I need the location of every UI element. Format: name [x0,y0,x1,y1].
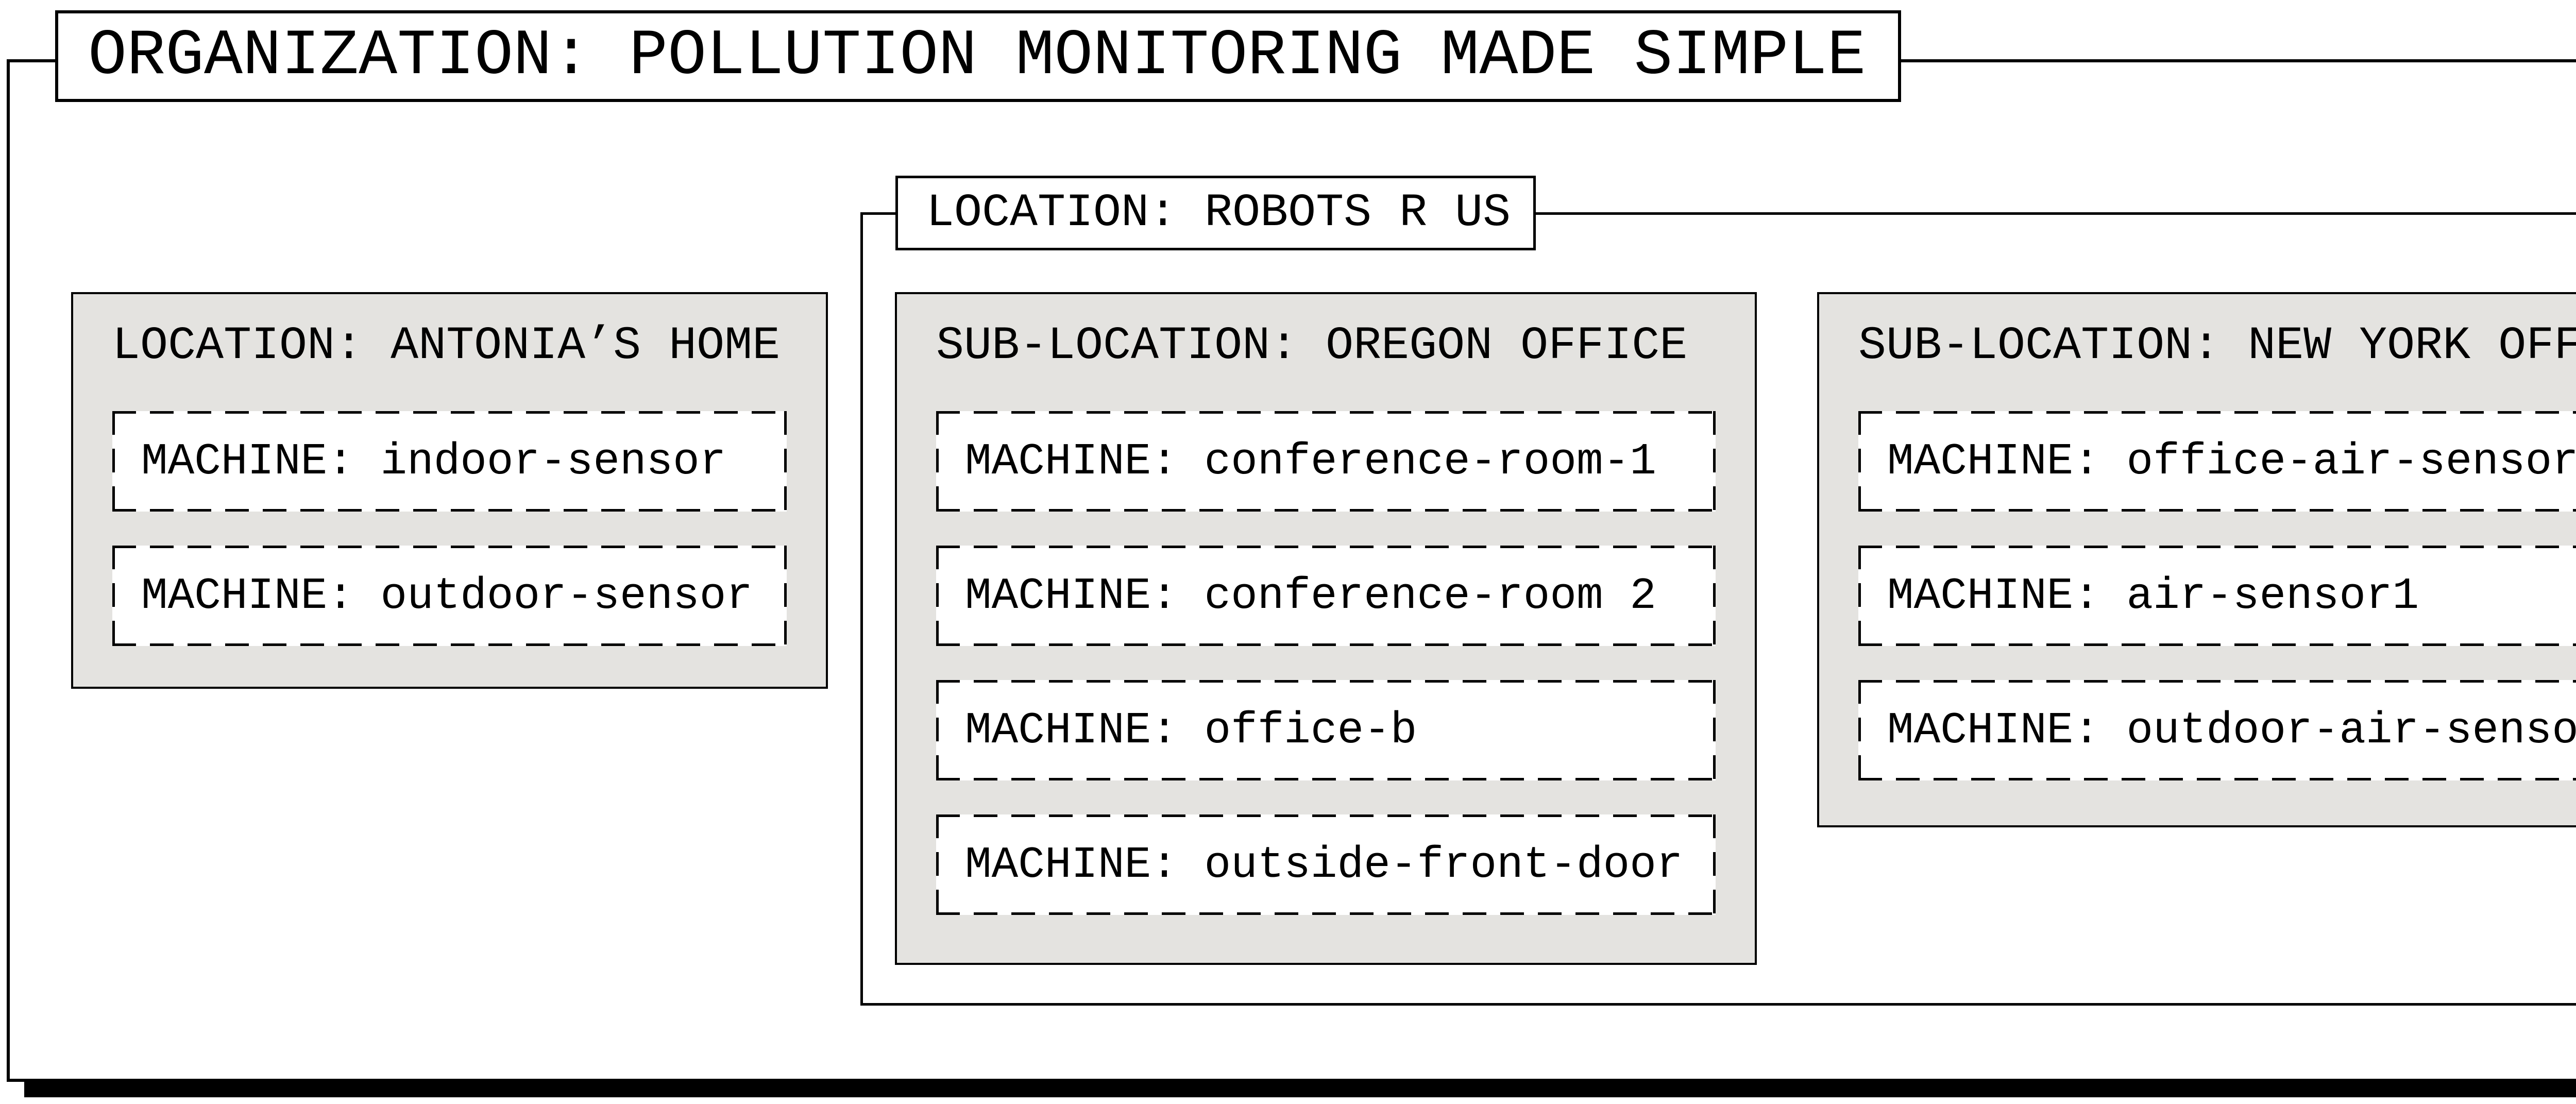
machine-box-air-sensor1: MACHINE: air-sensor1 [1858,546,2576,646]
sublocation-label-oregon-office: SUB-LOCATION: OREGON OFFICE [936,320,1688,372]
machine-box-indoor-sensor: MACHINE: indoor-sensor [112,411,787,512]
machine-box-outdoor-sensor: MACHINE: outdoor-sensor [112,546,787,646]
machine-box-conference-room-2: MACHINE: conference-room 2 [936,546,1716,646]
location-label-robots-r-us: LOCATION: ROBOTS R US [895,176,1536,250]
sublocation-label-new-york-office: SUB-LOCATION: NEW YORK OFFICE [1858,320,2576,372]
machine-box-office-b: MACHINE: office-b [936,680,1716,780]
machine-box-conference-room-1: MACHINE: conference-room-1 [936,411,1716,512]
machine-box-outside-front-door: MACHINE: outside-front-door [936,814,1716,915]
sublocation-box-oregon-office: SUB-LOCATION: OREGON OFFICE MACHINE: con… [895,292,1757,965]
location-label-antonias-home: LOCATION: ANTONIA’S HOME [112,320,781,372]
organization-label: ORGANIZATION: POLLUTION MONITORING MADE … [55,10,1901,102]
sublocation-box-new-york-office: SUB-LOCATION: NEW YORK OFFICE MACHINE: o… [1817,292,2576,827]
location-box-antonias-home: LOCATION: ANTONIA’S HOME MACHINE: indoor… [71,292,828,689]
machine-box-office-air-sensor: MACHINE: office-air-sensor [1858,411,2576,512]
machine-box-outdoor-air-sensor: MACHINE: outdoor-air-sensor [1858,680,2576,780]
